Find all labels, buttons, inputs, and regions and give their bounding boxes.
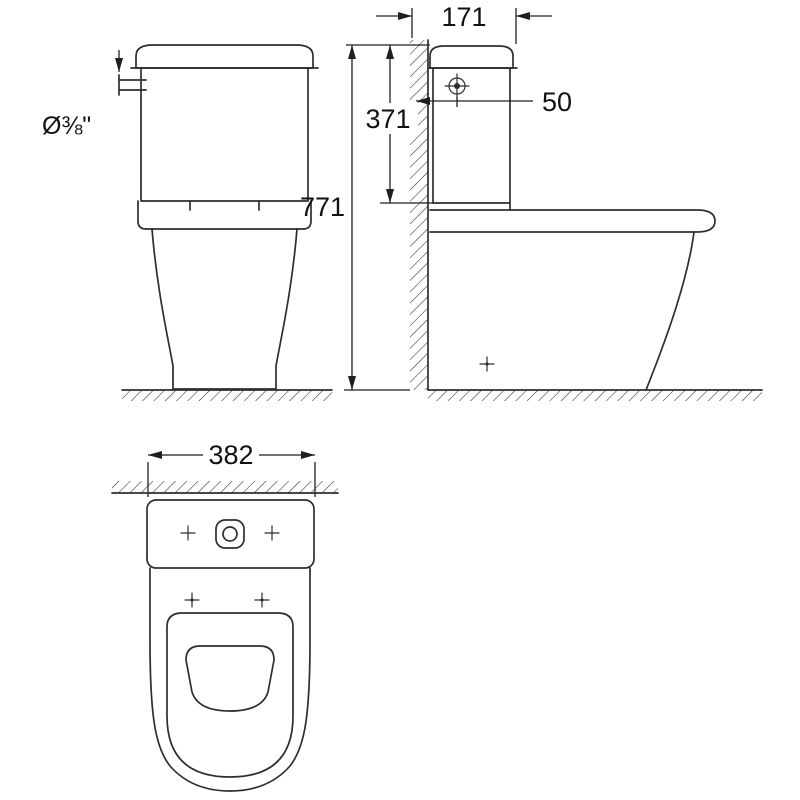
seat-profile-side <box>429 209 716 233</box>
bowl-side-right-front <box>275 228 298 390</box>
dim-50-label: 50 <box>542 87 572 117</box>
inlet-size-label: Ø⅜" <box>42 112 91 140</box>
bowl-profile-side <box>645 231 695 391</box>
side-view <box>410 39 763 401</box>
bowl-outline-top <box>149 567 311 792</box>
dim-50: 50 <box>416 87 572 117</box>
front-view: Ø⅜" <box>42 44 333 401</box>
seat-band-front <box>137 200 312 230</box>
cistern-lid-side <box>429 45 514 69</box>
dim-771: 771 <box>300 45 410 391</box>
cistern-fixing-right-marker <box>264 525 280 541</box>
cistern-body-side <box>432 67 511 211</box>
cistern-lid-front <box>135 44 314 69</box>
water-inlet-fitting <box>118 74 147 96</box>
bowl-side-left-front <box>151 228 174 390</box>
dim-171-label: 171 <box>441 2 486 32</box>
bowl-opening-top <box>185 645 275 712</box>
cistern-body-front <box>140 67 309 202</box>
seat-hinge-right-marker <box>254 592 270 608</box>
dim-771-label: 771 <box>300 192 345 222</box>
dimensions: 171 50 371 771 382 <box>147 2 572 497</box>
dim-371: 371 <box>359 45 433 204</box>
drain-marker <box>479 356 495 372</box>
dim-171: 171 <box>376 2 552 44</box>
wall-section-side <box>410 39 429 391</box>
dim-382-label: 382 <box>208 440 253 470</box>
wall-section-top <box>111 481 339 494</box>
floor-front <box>121 389 333 401</box>
dim-371-label: 371 <box>365 104 410 134</box>
floor-side <box>427 389 763 401</box>
flush-button <box>215 519 245 549</box>
seat-inner-top <box>166 612 294 778</box>
inlet-crosshair-marker <box>444 73 470 99</box>
cistern-top-view <box>146 499 315 569</box>
top-view <box>111 481 339 792</box>
cistern-fixing-left-marker <box>180 525 196 541</box>
seat-hinge-left-marker <box>184 592 200 608</box>
